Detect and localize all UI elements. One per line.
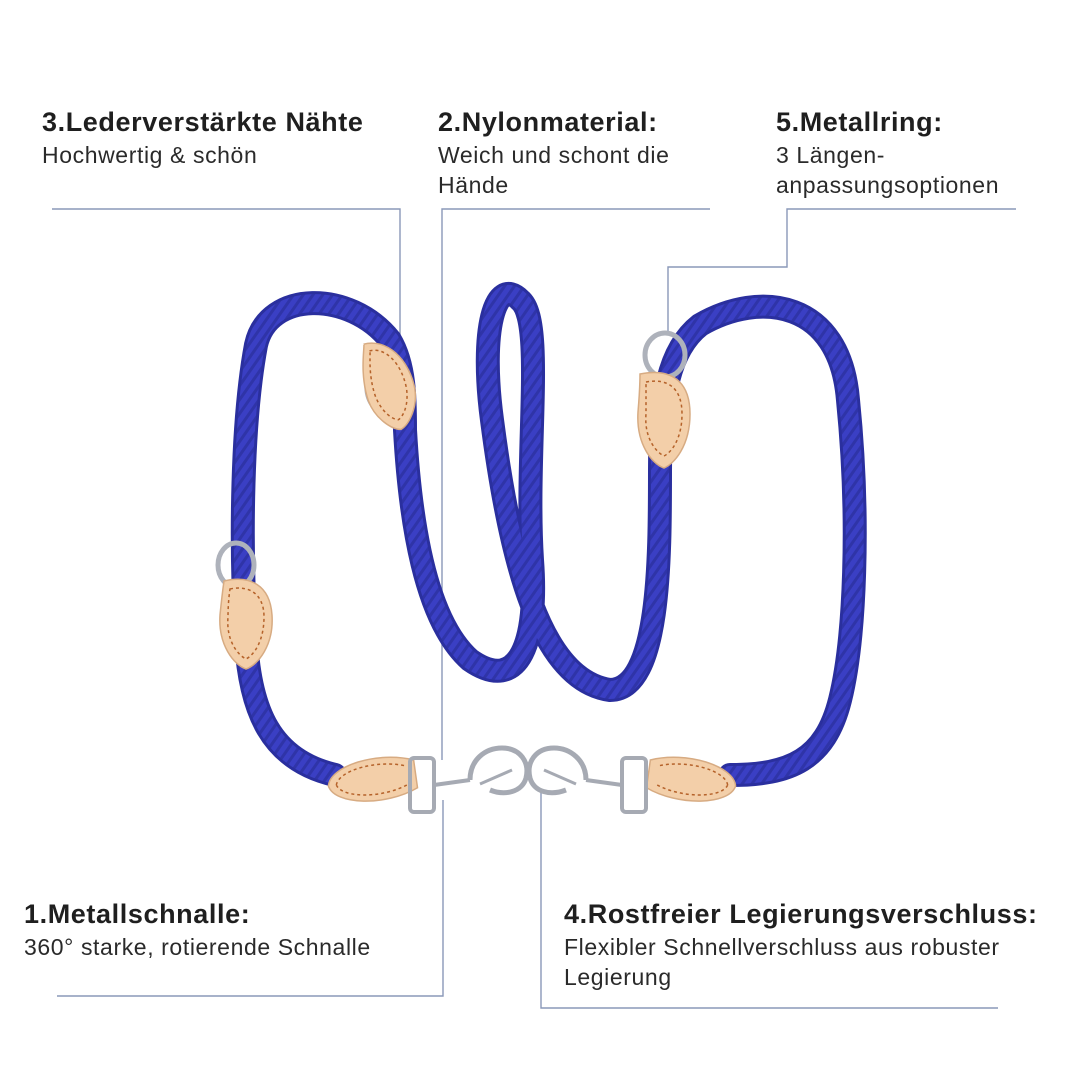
leader-line-clasp [540, 790, 998, 1009]
leather-patches [219, 342, 737, 802]
swivel-buckle-icon [620, 756, 648, 814]
rope [230, 282, 867, 787]
callout-title: 1.Metallschnalle: [24, 899, 251, 929]
leather-patch-icon [219, 578, 273, 670]
callout-title: 4.Rostfreier Legierungsverschluss: [564, 899, 1038, 929]
leather-patch-icon [362, 342, 417, 431]
callout-metal-ring: 5.Metallring: 3 Längen-anpassungsoptione… [776, 106, 1066, 200]
snap-hook-icon [526, 745, 589, 796]
callout-metal-buckle: 1.Metallschnalle: 360° starke, rotierend… [24, 898, 484, 962]
callout-description: 360° starke, rotierende Schnalle [24, 934, 371, 960]
metal-rings [215, 330, 688, 590]
callout-alloy-clasp: 4.Rostfreier Legierungsverschluss: Flexi… [564, 898, 1076, 992]
leader-line-leather [52, 208, 401, 345]
callout-description: Hochwertig & schön [42, 142, 258, 168]
callout-title: 3.Lederverstärkte Nähte [42, 107, 364, 137]
nylon-rope [230, 282, 867, 787]
leather-patch-icon [327, 756, 419, 802]
nylon-rope-highlight [233, 285, 864, 784]
callout-nylon-material: 2.Nylonmaterial: Weich und schont die Hä… [438, 106, 738, 200]
callout-description: 3 Längen-anpassungsoptionen [776, 142, 1000, 198]
callout-description: Flexibler Schnellverschluss aus robuster… [564, 934, 1000, 990]
callout-leather-seams: 3.Lederverstärkte Nähte Hochwertig & sch… [42, 106, 412, 170]
left-clasp [408, 745, 530, 814]
leather-patch-icon [645, 756, 737, 802]
leader-lines [52, 208, 1016, 1009]
right-clasp [526, 745, 648, 814]
snap-hook-icon [467, 745, 530, 796]
leader-line-nylon [441, 208, 710, 760]
leather-patch-icon [637, 371, 691, 469]
callout-title: 2.Nylonmaterial: [438, 107, 658, 137]
leader-line-buckle [57, 800, 444, 997]
callout-title: 5.Metallring: [776, 107, 943, 137]
callout-description: Weich und schont die Hände [438, 142, 670, 198]
leader-line-ring [667, 208, 1016, 335]
